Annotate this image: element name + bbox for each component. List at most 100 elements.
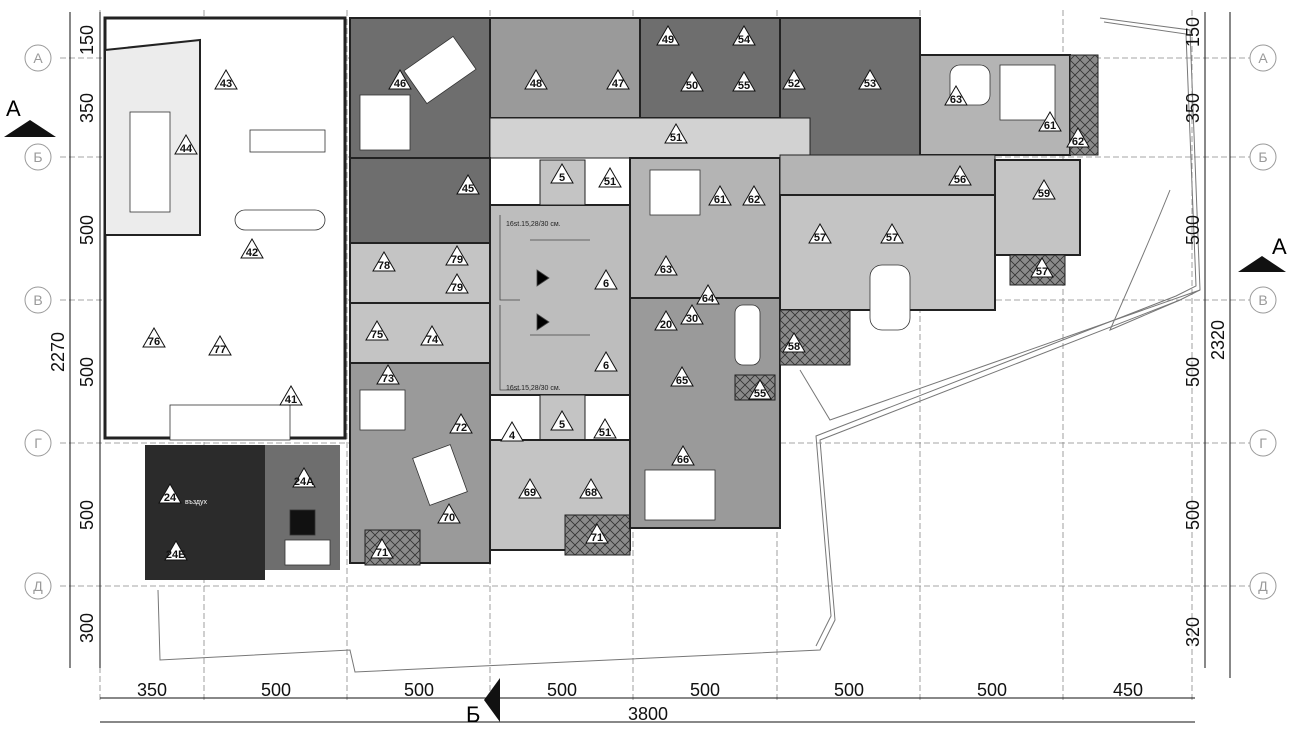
room-label-r30: 30 — [686, 313, 698, 325]
dim-bottom-7: 450 — [1113, 680, 1143, 700]
dim-right-0: 150 — [1183, 17, 1203, 47]
room-label-r49: 49 — [662, 34, 674, 46]
room-marker-icon — [1066, 127, 1090, 148]
room-label-r71b: 71 — [591, 532, 603, 544]
room-marker-icon — [782, 332, 806, 353]
site-outline — [157, 17, 1201, 673]
room-label-r24b: 24Б — [166, 549, 186, 561]
building — [103, 16, 1099, 580]
room-label-r24: 24 — [164, 492, 177, 504]
room-marker-icon — [654, 310, 678, 331]
dim-left-total: 2270 — [48, 332, 68, 372]
dim-right-2: 500 — [1183, 215, 1203, 245]
room-label-r44: 44 — [180, 143, 193, 155]
dim-left-3: 500 — [77, 357, 97, 387]
room-marker-icon — [594, 269, 618, 290]
room-label-r79b: 79 — [451, 282, 463, 294]
dim-right-5: 320 — [1183, 617, 1203, 647]
room-marker-icon — [585, 523, 609, 544]
room-label-r66: 66 — [677, 454, 689, 466]
room-label-r59: 59 — [1038, 188, 1050, 200]
room-label-r75: 75 — [371, 329, 383, 341]
room-label-r57c: 57 — [1036, 266, 1048, 278]
room-label-r55: 55 — [738, 80, 750, 92]
room-marker-icon — [654, 255, 678, 276]
axis-label-right-v: В — [1258, 292, 1267, 308]
room-marker-icon — [664, 123, 688, 144]
stair-block-dark — [145, 445, 265, 580]
room-label-r46: 46 — [394, 78, 406, 90]
dims-left: 150 350 500 500 500 300 2270 — [48, 25, 97, 643]
room-marker-icon — [449, 413, 473, 434]
room-marker-icon — [670, 366, 694, 387]
section-arrow-bottom-icon — [484, 678, 500, 722]
room-label-r63a: 63 — [950, 94, 962, 106]
axis-label-right-d: Д — [1258, 578, 1268, 594]
room-marker-icon — [208, 335, 232, 356]
room-label-r51b: 51 — [604, 176, 616, 188]
room-marker-icon — [808, 223, 832, 244]
room-marker-icon — [944, 85, 968, 106]
room-marker-icon — [1032, 179, 1056, 200]
room-marker-icon — [732, 25, 756, 46]
room-marker-icon — [748, 379, 772, 400]
dim-left-0: 150 — [77, 25, 97, 55]
room-label-r53: 53 — [864, 78, 876, 90]
dim-bottom-4: 500 — [690, 680, 720, 700]
room-label-r62a: 62 — [1072, 136, 1084, 148]
room-marker-icon — [598, 167, 622, 188]
room-label-r4: 4 — [509, 430, 516, 442]
axis-markers-right — [1249, 44, 1277, 600]
dimension-lines — [69, 12, 1231, 723]
dims-right: 150 350 500 500 500 320 2320 — [1183, 17, 1228, 647]
axis-label-left-v: В — [33, 292, 42, 308]
axis-label-left-b: Б — [33, 149, 42, 165]
room-marker-icon — [1038, 111, 1062, 132]
room-marker-icon — [948, 165, 972, 186]
room-marker-icon — [594, 351, 618, 372]
room-marker-icon — [550, 410, 574, 431]
dim-left-4: 500 — [77, 500, 97, 530]
room-label-r57a: 57 — [814, 232, 826, 244]
furniture — [129, 35, 1056, 566]
room-label-r6a: 6 — [603, 278, 609, 290]
stair-arrow-icon — [536, 313, 550, 331]
room-marker-icon — [365, 320, 389, 341]
room-label-r68: 68 — [585, 487, 597, 499]
room-label-r41: 41 — [285, 394, 297, 406]
dims-bottom: 350 500 500 500 500 500 500 450 3800 — [137, 680, 1143, 724]
room-marker-icon — [214, 69, 238, 90]
room-label-r69: 69 — [524, 487, 536, 499]
room-label-r45: 45 — [462, 183, 474, 195]
room-label-r56: 56 — [954, 174, 966, 186]
room-marker-icon — [671, 445, 695, 466]
dim-left-2: 500 — [77, 215, 97, 245]
room-marker-icon — [174, 134, 198, 155]
axis-label-right-g: Г — [1259, 435, 1267, 451]
room-label-r71a: 71 — [376, 547, 388, 559]
room-label-r50: 50 — [686, 80, 698, 92]
room-marker-icon — [1030, 257, 1054, 278]
section-label-left: А — [6, 96, 21, 121]
stair-flights — [499, 215, 590, 391]
room-marker-icon — [500, 421, 524, 442]
room-label-r5a: 5 — [559, 172, 565, 184]
room-marker-icon — [420, 325, 444, 346]
room-label-r51a: 51 — [670, 132, 682, 144]
dim-right-1: 350 — [1183, 93, 1203, 123]
room-label-r63b: 63 — [660, 264, 672, 276]
room-marker-icon — [696, 284, 720, 305]
room-marker-icon — [142, 327, 166, 348]
room-marker-icon — [445, 245, 469, 266]
room-label-r78: 78 — [378, 260, 390, 272]
room-label-r48: 48 — [530, 78, 542, 90]
room-marker-icon — [742, 185, 766, 206]
room-marker-icon — [456, 174, 480, 195]
room-label-r47: 47 — [612, 78, 624, 90]
room-label-r70: 70 — [443, 512, 455, 524]
room-marker-icon — [370, 538, 394, 559]
room-label-r55b: 55 — [754, 388, 766, 400]
room-marker-icon — [158, 483, 182, 504]
room-label-r73: 73 — [382, 373, 394, 385]
